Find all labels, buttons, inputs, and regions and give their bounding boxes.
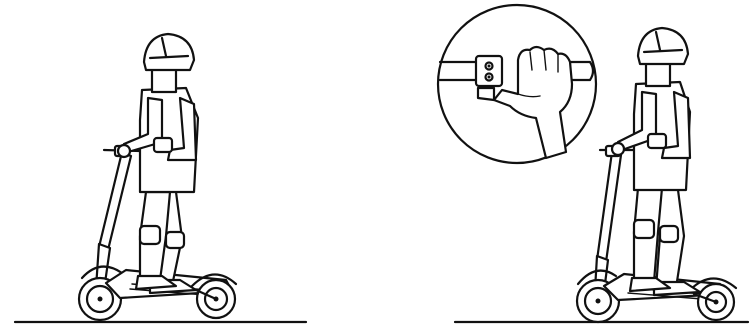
- detail-inset: [438, 5, 596, 163]
- rider-right: [612, 28, 700, 295]
- figure-rider-standing: [15, 34, 306, 322]
- elbow-pad: [154, 138, 172, 152]
- knee-pad: [140, 226, 160, 244]
- helmet: [638, 28, 688, 64]
- elbow-pad: [648, 134, 666, 148]
- figure-rider-braking: [438, 5, 748, 322]
- knee-pad: [634, 220, 654, 238]
- helmet: [144, 34, 194, 70]
